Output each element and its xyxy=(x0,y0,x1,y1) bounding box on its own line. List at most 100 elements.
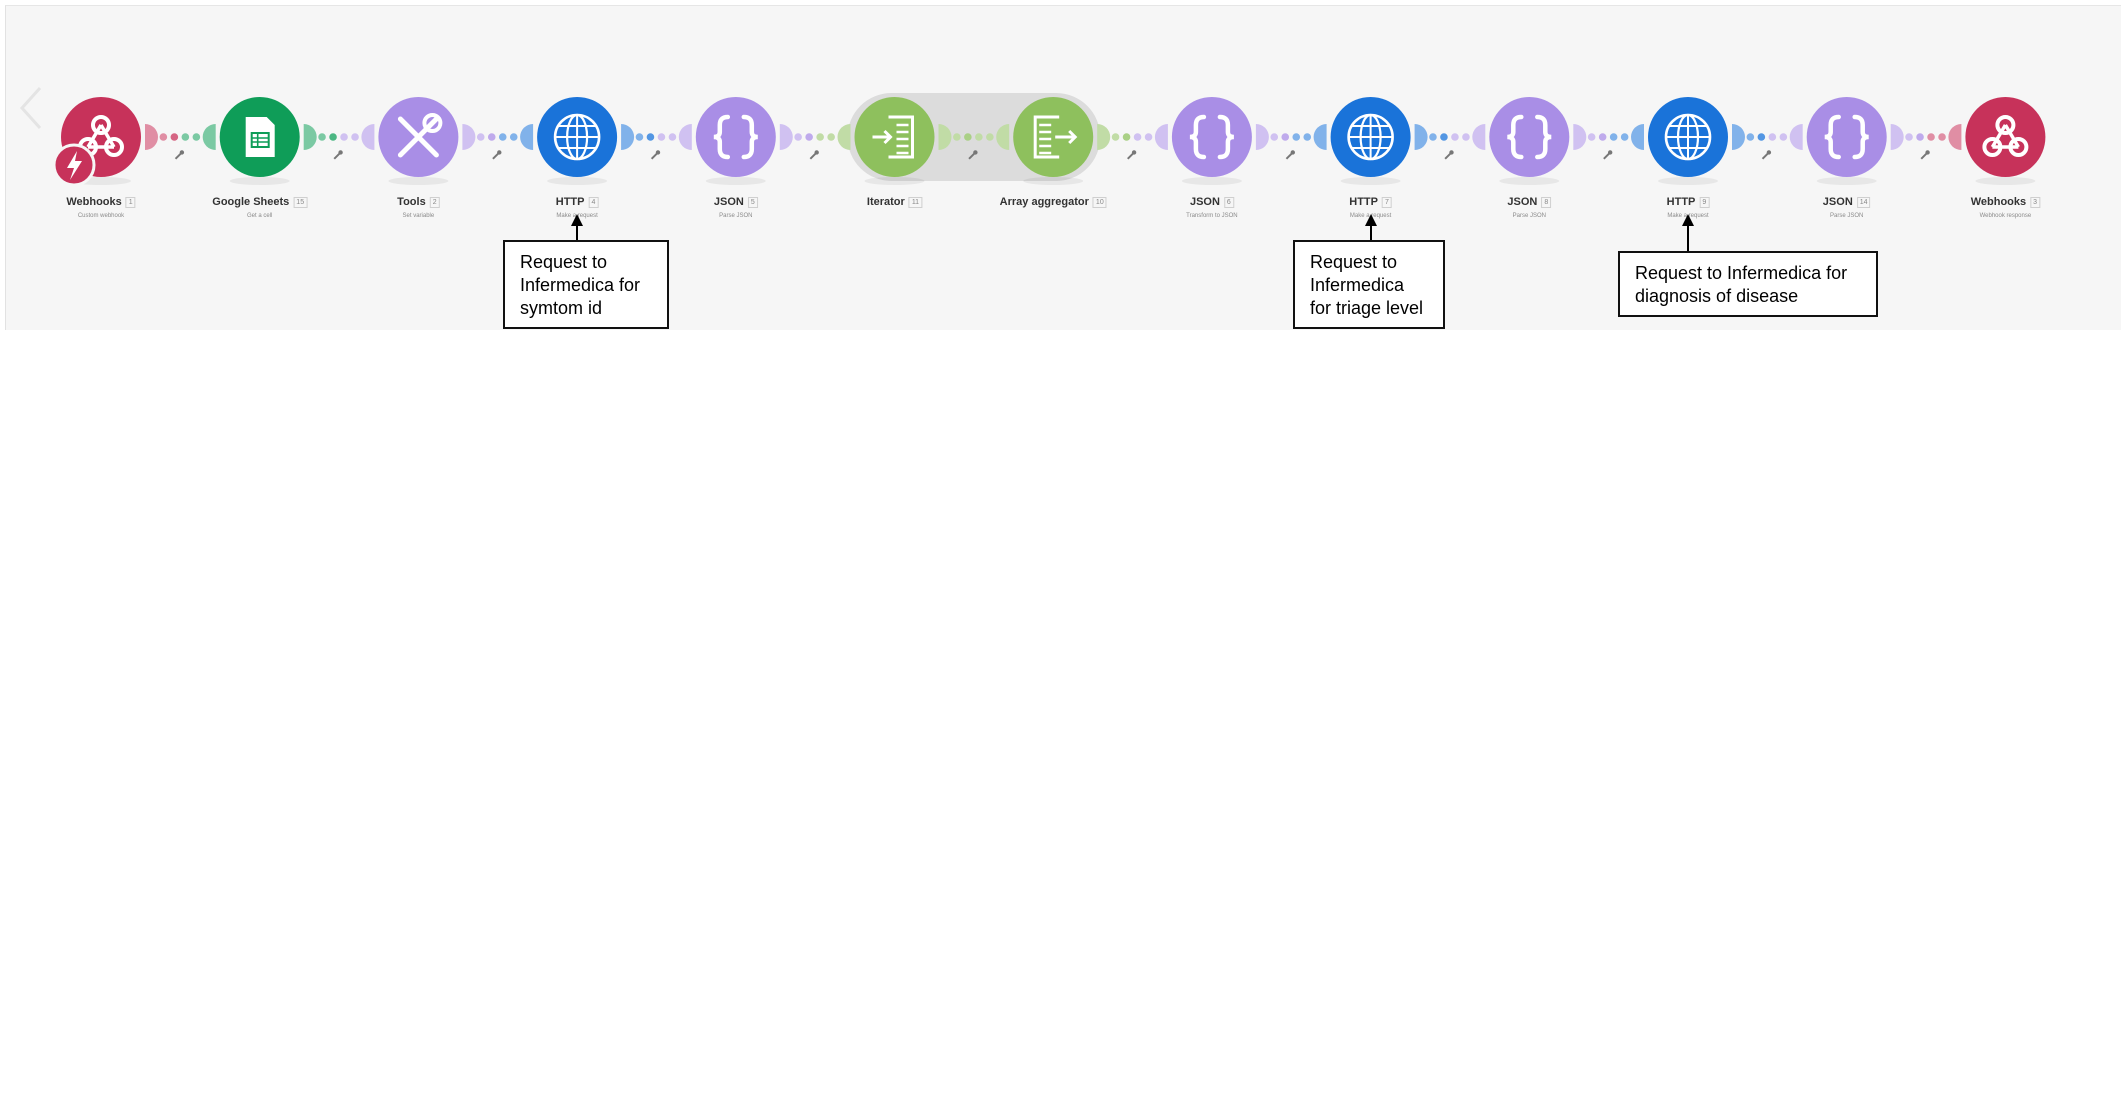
module-id-badge: 15 xyxy=(293,197,308,208)
braces-icon xyxy=(1824,114,1869,160)
route-connection[interactable] xyxy=(1732,124,1803,160)
connection-dot xyxy=(1576,133,1585,141)
route-connection[interactable] xyxy=(1097,124,1168,160)
connection-dot xyxy=(668,133,677,141)
route-connection[interactable] xyxy=(1255,124,1327,160)
module-action: Get a cell xyxy=(247,213,273,219)
route-connection[interactable] xyxy=(1890,124,1962,160)
wrench-icon[interactable] xyxy=(1602,149,1613,160)
connection-dot xyxy=(1303,133,1312,141)
route-connection[interactable] xyxy=(462,124,534,160)
connection-dot xyxy=(1587,133,1596,141)
globe-icon xyxy=(1664,113,1712,161)
connection-dot xyxy=(148,133,157,141)
module-iterator[interactable] xyxy=(854,97,935,185)
arrow-up-icon xyxy=(571,214,584,226)
module-name: HTTP xyxy=(1349,196,1379,208)
wrench-icon[interactable] xyxy=(809,149,820,160)
wrench-icon[interactable] xyxy=(491,149,502,160)
wrench-icon[interactable] xyxy=(1126,149,1137,160)
connection-dot xyxy=(1429,133,1437,141)
connection-dot xyxy=(1440,133,1448,141)
connection-dot xyxy=(307,133,315,141)
wrench-icon[interactable] xyxy=(650,149,661,160)
connection-dot xyxy=(1144,133,1153,141)
module-id-badge: 14 xyxy=(1856,197,1871,208)
route-connection[interactable] xyxy=(779,124,851,160)
braces-icon xyxy=(1507,114,1552,160)
module-webhooks[interactable] xyxy=(52,97,141,187)
wrench-icon[interactable] xyxy=(967,149,978,160)
connection-dot xyxy=(1292,133,1301,141)
connection-dot xyxy=(1609,133,1618,141)
connection-dot xyxy=(1270,133,1279,141)
connection-dot xyxy=(487,133,496,141)
module-name: JSON xyxy=(1507,196,1538,208)
connection-dot xyxy=(318,133,326,141)
connection-dot xyxy=(1927,133,1935,141)
route-connection[interactable] xyxy=(1414,124,1486,160)
connection-dot xyxy=(351,133,359,141)
connection-dot xyxy=(964,133,972,141)
webhook-icon xyxy=(1982,115,2029,157)
module-json[interactable] xyxy=(1171,97,1252,185)
route-connection[interactable] xyxy=(1573,124,1644,160)
module-array-aggregator[interactable] xyxy=(1013,97,1094,185)
module-tools[interactable] xyxy=(378,97,459,185)
connection-dot xyxy=(1894,133,1902,141)
module-google-sheets[interactable] xyxy=(219,97,300,185)
module-http[interactable] xyxy=(537,97,618,185)
trigger-lightning-icon[interactable] xyxy=(52,143,96,187)
wrench-icon[interactable] xyxy=(333,149,344,160)
route-connection[interactable] xyxy=(938,124,1010,160)
module-webhooks[interactable] xyxy=(1965,97,2046,185)
connection-dot xyxy=(465,133,474,141)
wrench-icon[interactable] xyxy=(1444,149,1455,160)
wrench-icon[interactable] xyxy=(1920,149,1931,160)
aggregator-icon xyxy=(1033,115,1078,159)
connection-dot xyxy=(1620,133,1629,141)
sheets-icon xyxy=(245,117,275,157)
module-http[interactable] xyxy=(1330,97,1411,185)
arrow-up-icon xyxy=(1364,214,1377,226)
module-action: Webhook response xyxy=(1979,213,2032,219)
module-name: Google Sheets xyxy=(212,196,290,208)
module-id-badge: 6 xyxy=(1223,197,1234,208)
module-http[interactable] xyxy=(1648,97,1728,185)
scroll-left-chevron-icon[interactable] xyxy=(19,86,42,130)
connection-dot xyxy=(192,133,201,141)
connection-dot xyxy=(794,133,802,141)
module-json[interactable] xyxy=(1806,97,1887,185)
route-connection[interactable] xyxy=(621,124,692,160)
connection-dot xyxy=(340,133,348,141)
module-json[interactable] xyxy=(695,97,776,185)
annotation-arrow-line xyxy=(1687,224,1689,251)
module-name: JSON xyxy=(1189,196,1220,208)
globe-icon xyxy=(1347,113,1394,161)
connection-dot xyxy=(1779,133,1788,141)
module-id-badge: 7 xyxy=(1382,197,1392,208)
wrench-icon[interactable] xyxy=(1285,149,1296,160)
connection-dot xyxy=(1133,133,1142,141)
module-json[interactable] xyxy=(1489,97,1570,185)
connection-dot xyxy=(646,133,655,141)
connection-dot xyxy=(329,133,337,141)
module-id-badge: 3 xyxy=(2030,197,2041,208)
connection-dot xyxy=(816,133,824,141)
connection-dot xyxy=(1462,133,1470,141)
route-connection[interactable] xyxy=(145,124,216,160)
connection-dot xyxy=(170,133,179,141)
wrench-icon[interactable] xyxy=(1761,149,1772,160)
connection-dot xyxy=(1281,133,1290,141)
module-name: JSON xyxy=(1822,196,1853,208)
module-id-badge: 8 xyxy=(1541,197,1552,208)
wrench-icon[interactable] xyxy=(174,149,185,160)
module-id-badge: 9 xyxy=(1699,197,1710,208)
route-connection[interactable] xyxy=(303,124,375,160)
